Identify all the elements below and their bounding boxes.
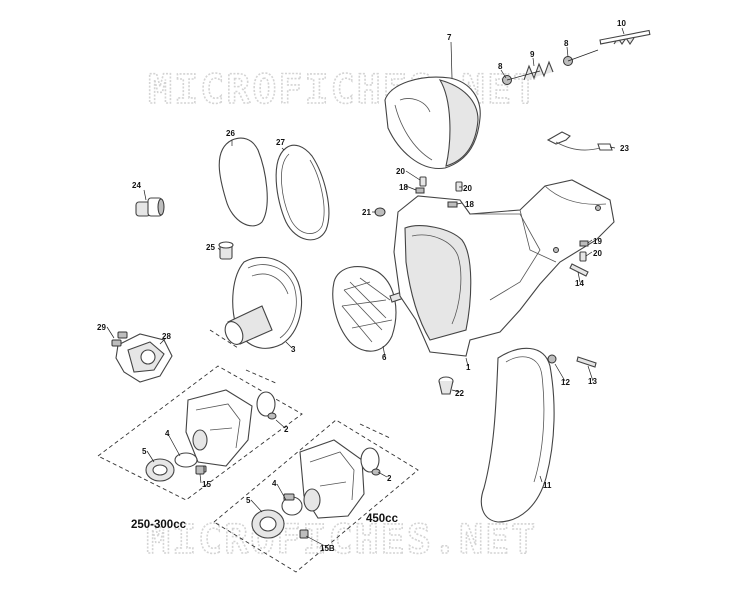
part-18-clip-b [447, 201, 458, 208]
part-2-clamp-a [256, 391, 277, 420]
callout-5-a: 5 [142, 447, 147, 456]
callout-18-b: 18 [465, 200, 474, 209]
part-1-airbox [393, 179, 615, 357]
label-250-300cc: 250-300cc [131, 519, 187, 531]
callout-22: 22 [455, 389, 464, 398]
callout-15: 15 [202, 480, 211, 489]
callout-20-b: 20 [463, 184, 472, 193]
callout-8-right: 8 [564, 39, 569, 48]
watermark-top: MICROFICHES.NET [148, 67, 539, 113]
part-13-screw [576, 356, 597, 368]
part-2-clamp-b [360, 447, 381, 476]
callout-14: 14 [575, 279, 584, 288]
part-4-clamp-b [281, 493, 303, 516]
part-10-screw [599, 29, 651, 45]
part-29-bolt-a [111, 339, 122, 347]
part-5-manifold-b [251, 509, 285, 539]
group-250-300cc-outline [97, 365, 303, 501]
callout-8-left: 8 [498, 62, 503, 71]
callout-4-b: 4 [272, 479, 277, 488]
callout-1: 1 [466, 363, 471, 372]
part-11-mudguard [480, 347, 555, 523]
watermark-bottom: MICROFICHES.NET [146, 517, 537, 563]
part-15-screw [195, 465, 205, 475]
callout-28: 28 [162, 332, 171, 341]
part-28-flange [115, 333, 173, 383]
part-18-clip-a [415, 187, 425, 194]
callout-11: 11 [543, 481, 552, 490]
callout-21: 21 [362, 208, 371, 217]
part-26-seal [218, 137, 268, 227]
part-20-bolt-a [419, 176, 427, 187]
label-450cc: 450cc [366, 513, 399, 525]
part-24-fitting [135, 197, 165, 217]
callout-29: 29 [97, 323, 106, 332]
callout-9: 9 [530, 50, 535, 59]
callout-10: 10 [617, 19, 626, 28]
callout-18-a: 18 [399, 183, 408, 192]
carburetor-250-300cc [185, 389, 253, 467]
callout-25: 25 [206, 243, 215, 252]
callout-12: 12 [561, 378, 570, 387]
part-23-bracket [546, 131, 613, 151]
part-29-bolt-b [117, 331, 128, 339]
callout-20-a: 20 [396, 167, 405, 176]
part-6-filter-frame [332, 266, 405, 352]
part-12-washer [547, 354, 557, 364]
callout-4-a: 4 [165, 429, 170, 438]
callout-3: 3 [291, 345, 296, 354]
callout-2-a: 2 [284, 425, 289, 434]
carburetor-450cc [299, 439, 365, 519]
part-20-bolt-b [455, 181, 463, 192]
callout-6: 6 [382, 353, 387, 362]
part-22-boot [438, 376, 454, 395]
part-19-clip [579, 240, 589, 247]
part-7-filter-cage [384, 76, 481, 169]
callout-26: 26 [226, 129, 235, 138]
callout-13: 13 [588, 377, 597, 386]
callout-24: 24 [132, 181, 141, 190]
callout-7: 7 [447, 33, 452, 42]
part-21-grommet [374, 207, 386, 217]
callout-27: 27 [276, 138, 285, 147]
group-450cc-outline [213, 419, 419, 573]
callout-19: 19 [593, 237, 602, 246]
callout-2-b: 2 [387, 474, 392, 483]
part-20-bolt-c [579, 251, 587, 262]
callout-20-c: 20 [593, 249, 602, 258]
callout-23: 23 [620, 144, 629, 153]
callout-5-b: 5 [246, 496, 251, 505]
part-25-plug [218, 241, 234, 260]
callout-15b: 15B [320, 544, 335, 553]
part-14-bolt [569, 263, 589, 277]
part-9-spring [523, 60, 554, 81]
part-3-filter-cover [224, 256, 302, 349]
part-5-manifold-a [145, 458, 175, 482]
part-27-gasket [275, 144, 330, 241]
